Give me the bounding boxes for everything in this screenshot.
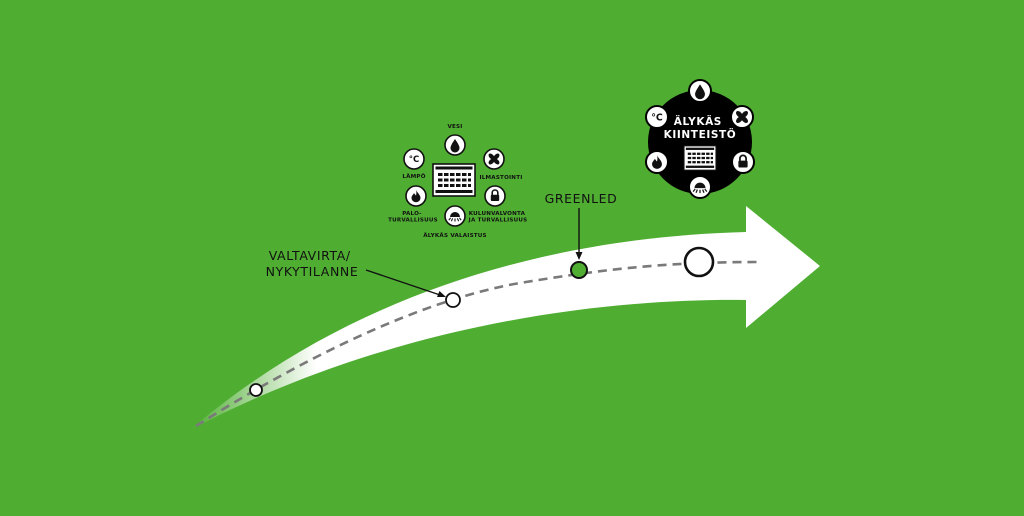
valtavirta-pointer bbox=[365, 269, 444, 297]
small-icon-water: VESI bbox=[444, 124, 466, 156]
building-icon bbox=[683, 145, 717, 171]
big-icon-lock bbox=[731, 150, 755, 174]
small-icon-fan: ILMASTOINTI bbox=[479, 148, 522, 181]
arrow-dashed-line bbox=[195, 260, 761, 428]
valtavirta-pointer-head bbox=[437, 291, 446, 297]
milestone-greenled bbox=[570, 261, 588, 279]
big-cluster-title-line1: ÄLYKÄS bbox=[674, 114, 722, 128]
big-icon-lamp bbox=[688, 175, 712, 199]
label-paloturvallisuus-line1: PALO- bbox=[402, 211, 422, 217]
label-kulunvalvonta-line1: KULUNVALVONTA bbox=[469, 211, 526, 217]
label-greenled: GREENLED bbox=[545, 191, 618, 206]
big-cluster-title: ÄLYKÄS KIINTEISTÖ bbox=[664, 114, 737, 141]
big-cluster-title-line2: KIINTEISTÖ bbox=[664, 127, 737, 141]
label-alykas-valaistus: ÄLYKÄS VALAISTUS bbox=[423, 232, 487, 239]
big-icon-water bbox=[688, 79, 712, 103]
thermometer-icon bbox=[408, 155, 420, 165]
label-paloturvallisuus: PALO- TURVALLISUUS bbox=[388, 211, 438, 224]
building-icon bbox=[432, 163, 476, 197]
milestone-future bbox=[683, 246, 715, 278]
label-kulunvalvonta: KULUNVALVONTA JA TURVALLISUUS bbox=[468, 211, 528, 224]
small-icon-lock: KULUNVALVONTA JA TURVALLISUUS bbox=[468, 185, 528, 224]
label-vesi: VESI bbox=[447, 124, 462, 130]
label-current-state-line1: VALTAVIRTA/ bbox=[269, 248, 351, 263]
label-paloturvallisuus-line2: TURVALLISUUS bbox=[388, 218, 438, 224]
small-icon-thermometer: LÄMPÖ bbox=[402, 148, 425, 180]
label-lampo: LÄMPÖ bbox=[402, 173, 425, 180]
label-current-state: VALTAVIRTA/ NYKYTILANNE bbox=[266, 248, 359, 279]
label-current-state-line2: NYKYTILANNE bbox=[266, 264, 359, 279]
small-icon-lamp: ÄLYKÄS VALAISTUS bbox=[423, 205, 487, 239]
milestone-valtavirta bbox=[445, 292, 461, 308]
progress-arrow bbox=[190, 206, 820, 430]
small-smart-building-cluster: VESI ILMASTOINTI KULUNVALVONTA JA TURVAL… bbox=[388, 124, 527, 239]
big-icon-flame bbox=[645, 150, 669, 174]
big-cluster-disc bbox=[648, 90, 752, 194]
label-kulunvalvonta-line2: JA TURVALLISUUS bbox=[468, 218, 528, 224]
big-smart-building-cluster: ÄLYKÄS KIINTEISTÖ bbox=[645, 79, 755, 199]
thermometer-icon bbox=[651, 112, 663, 124]
label-ilmastointi: ILMASTOINTI bbox=[479, 175, 522, 181]
small-icon-flame: PALO- TURVALLISUUS bbox=[388, 185, 438, 224]
big-icon-thermometer bbox=[645, 105, 669, 129]
big-icon-fan bbox=[730, 105, 754, 129]
greenled-pointer-head bbox=[575, 252, 583, 260]
milestone-start bbox=[249, 383, 263, 397]
